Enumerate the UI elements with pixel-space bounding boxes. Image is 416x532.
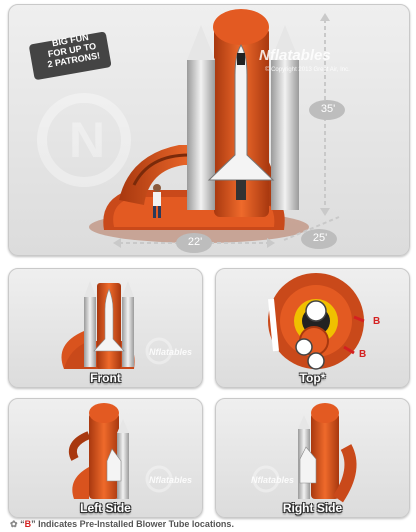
width-dimension: 22' [187,236,203,248]
footnote-text: Indicates Pre-Installed Blower Tube loca… [35,519,234,529]
gear-icon: ✿ [10,519,18,529]
view-front[interactable]: Nflatables Front [8,268,203,388]
blower-marker-upper: B [373,316,381,327]
front-view-illustration [61,281,173,369]
rocket-slide-illustration: N [29,9,345,253]
big-fun-badge [29,31,112,80]
depth-arrow [283,216,340,241]
left-side-illustration [68,403,173,499]
height-dimension: 35' [320,103,336,115]
watermark-copyright: © Copyright 2013 Great Air, Inc. [265,67,350,73]
blower-marker-lower: B [359,349,367,360]
depth-dimension: 25' [312,232,328,244]
main-product-image: N [8,4,410,256]
view-left-label: Left Side [80,501,131,515]
footnote: ✿ “B” Indicates Pre-Installed Blower Tub… [10,519,234,529]
blower-marker-legend: B [24,519,32,529]
watermark-brand-small: Nflatables [251,475,295,485]
top-view-illustration [268,273,365,370]
view-right-label: Right Side [282,501,343,515]
right-side-illustration [252,403,357,503]
view-front-label: Front [90,371,121,385]
view-top-label: Top* [299,371,326,385]
watermark-brand-small: Nflatables [149,347,193,357]
person-figure [153,184,161,218]
watermark-brand: Nflatables [259,47,331,64]
svg-text:N: N [69,112,105,168]
view-left-side[interactable]: Nflatables Left Side [8,398,203,518]
watermark-brand-small: Nflatables [149,475,193,485]
view-right-side[interactable]: Nflatables Right Side [215,398,410,518]
watermark-logo: N [37,93,131,187]
view-top[interactable]: B B Top* [215,268,410,388]
